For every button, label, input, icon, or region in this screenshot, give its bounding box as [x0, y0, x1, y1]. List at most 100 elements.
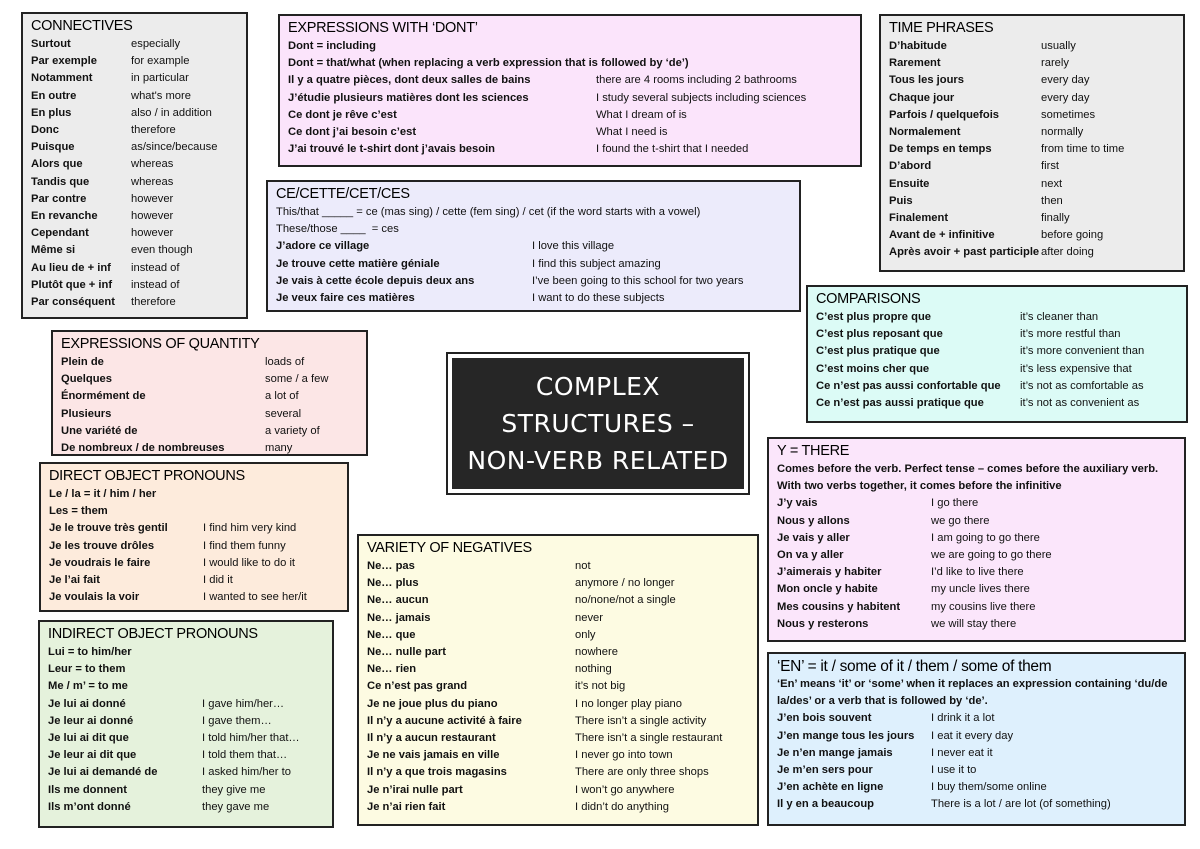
- english-translation: I told him/her that…: [202, 732, 300, 745]
- french-phrase: En revanche: [31, 210, 98, 223]
- english-translation: I want to do these subjects: [532, 292, 665, 305]
- french-phrase: Je n’irai nulle part: [367, 783, 463, 796]
- english-translation: rarely: [1041, 57, 1069, 70]
- french-phrase: J’étudie plusieurs matières dont les sci…: [288, 91, 529, 104]
- dont-note: Dont = including: [288, 40, 376, 52]
- y-there-panel: Y = THERE Comes before the verb. Perfect…: [767, 437, 1186, 642]
- english-translation: there are 4 rooms including 2 bathrooms: [596, 74, 797, 87]
- en-heading: ‘EN’ = it / some of it / them / some of …: [777, 658, 1052, 675]
- french-phrase: Rarement: [889, 57, 941, 70]
- french-phrase: Par contre: [31, 192, 87, 205]
- english-translation: several: [265, 407, 302, 420]
- english-translation: from time to time: [1041, 143, 1125, 156]
- english-translation: never: [575, 611, 603, 624]
- english-translation: they give me: [202, 783, 266, 796]
- english-translation: it’s more restful than: [1020, 328, 1121, 341]
- french-phrase: Il y en a beaucoup: [777, 798, 874, 811]
- french-phrase: Je ne joue plus du piano: [367, 697, 498, 710]
- english-translation: in particular: [131, 72, 189, 85]
- french-phrase: Énormément de: [61, 390, 146, 403]
- french-phrase: Je leur ai dit que: [48, 749, 137, 762]
- french-phrase: Il n’y a aucune activité à faire: [367, 714, 522, 727]
- english-translation: I eat it every day: [931, 729, 1014, 742]
- french-phrase: Notamment: [31, 72, 93, 85]
- french-phrase: Par conséquent: [31, 296, 115, 309]
- english-translation: for example: [131, 55, 190, 68]
- english-translation: we will stay there: [931, 617, 1017, 630]
- y-there-note: Comes before the verb. Perfect tense – c…: [777, 463, 1159, 493]
- connectives-heading: CONNECTIVES: [31, 18, 133, 34]
- french-phrase: J’adore ce village: [276, 240, 370, 253]
- french-phrase: Ce dont j’ai besoin c’est: [288, 126, 417, 139]
- title-panel: COMPLEX STRUCTURES – NON-VERB RELATED: [446, 352, 750, 495]
- english-translation: There are only three shops: [575, 766, 709, 779]
- english-translation: after doing: [1041, 246, 1094, 259]
- comparisons-heading: COMPARISONS: [816, 291, 921, 307]
- english-translation: usually: [1041, 40, 1076, 52]
- french-phrase: Ne… aucun: [367, 594, 429, 607]
- english-translation: it’s more convenient than: [1020, 345, 1145, 358]
- english-translation: every day: [1041, 74, 1090, 87]
- english-translation: it’s not as convenient as: [1020, 397, 1140, 410]
- french-phrase: D’abord: [889, 160, 932, 173]
- english-translation: some / a few: [265, 373, 329, 386]
- english-translation: There is a lot / are lot (of something): [931, 798, 1111, 811]
- english-translation: we go there: [931, 514, 990, 527]
- english-translation: before going: [1041, 229, 1104, 242]
- english-translation: I find them funny: [203, 539, 286, 552]
- list-item: Rarement rarely: [889, 55, 1175, 72]
- french-phrase: J’aimerais y habiter: [777, 566, 882, 579]
- english-translation: sometimes: [1041, 108, 1096, 121]
- indirect-object-pronouns-panel: INDIRECT OBJECT PRONOUNS Lui = to him/he…: [38, 620, 334, 828]
- quantity-heading: EXPRESSIONS OF QUANTITY: [61, 336, 260, 352]
- dont-note: Dont = that/what (when replacing a verb …: [288, 57, 689, 70]
- english-translation: therefore: [131, 124, 176, 137]
- english-translation: whereas: [131, 175, 174, 188]
- english-translation: I find this subject amazing: [532, 257, 661, 270]
- english-translation: first: [1041, 160, 1060, 173]
- french-phrase: Ne… que: [367, 628, 416, 641]
- english-translation: I would like to do it: [203, 556, 296, 569]
- french-phrase: Il n’y a aucun restaurant: [367, 732, 496, 745]
- english-translation: a lot of: [265, 390, 299, 403]
- english-translation: many: [265, 442, 293, 455]
- english-translation: it’s not as comfortable as: [1020, 379, 1144, 392]
- french-phrase: Chaque jour: [889, 91, 955, 104]
- list-item: J’étudie plusieurs matières dont les sci…: [288, 90, 852, 107]
- english-translation: next: [1041, 177, 1063, 190]
- french-phrase: Je lui ai demandé de: [48, 766, 158, 779]
- french-phrase: Ne… rien: [367, 663, 417, 676]
- french-phrase: Surtout: [31, 38, 71, 50]
- english-translation: I found the t-shirt that I needed: [596, 143, 749, 156]
- french-phrase: Une variété de: [61, 424, 138, 437]
- english-translation: I asked him/her to: [202, 766, 291, 779]
- french-phrase: On va y aller: [777, 549, 844, 562]
- french-phrase: Normalement: [889, 126, 961, 139]
- time-phrases-heading: TIME PHRASES: [889, 20, 994, 36]
- french-phrase: Plutôt que + inf: [31, 278, 113, 291]
- french-phrase: Nous y resterons: [777, 617, 869, 630]
- english-translation: I’d like to live there: [931, 566, 1024, 579]
